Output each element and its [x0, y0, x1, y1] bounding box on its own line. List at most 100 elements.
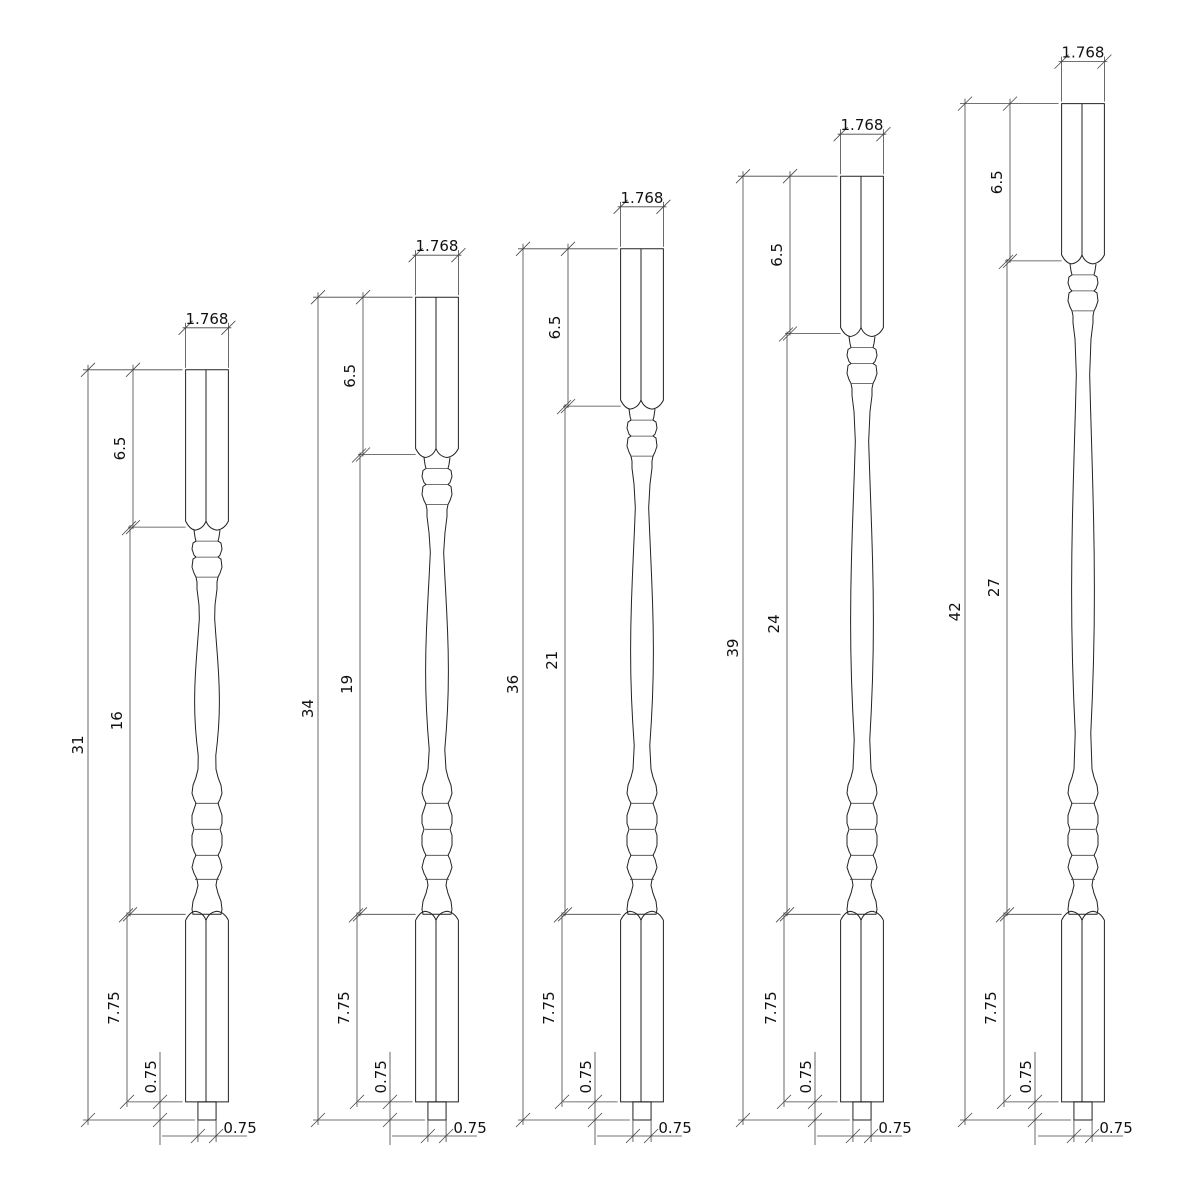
turned-spindle — [626, 409, 658, 915]
dimension-tick — [178, 320, 193, 336]
dimension-tick — [613, 199, 628, 215]
pin — [852, 1101, 872, 1121]
dimension-tick — [349, 1094, 365, 1110]
dimension-tick — [1027, 1094, 1043, 1110]
dimension-tick — [515, 241, 531, 257]
dimension-tick — [125, 519, 141, 535]
dimension-tick — [554, 1094, 570, 1110]
total-height-label: 36 — [504, 675, 522, 694]
dimension-tick — [355, 289, 371, 305]
turned-spindle — [191, 530, 223, 915]
bottom-block — [415, 910, 459, 1103]
dimension-tick — [152, 1112, 168, 1128]
width-label: 1.768 — [621, 189, 664, 207]
dimension-tick — [625, 1128, 641, 1144]
dimension-tick — [348, 908, 364, 923]
bottom-block-label: 7.75 — [105, 991, 123, 1024]
dimension-tick — [310, 1112, 326, 1128]
dimension-tick — [782, 168, 798, 184]
dimension-tick — [352, 907, 368, 922]
top-block-label: 6.5 — [341, 364, 359, 388]
pin — [197, 1101, 217, 1121]
dimension-tick — [118, 908, 134, 923]
dimension-tick — [957, 96, 973, 111]
dimension-tick — [735, 1112, 751, 1128]
dimension-tick — [119, 1094, 135, 1110]
total-height-label: 39 — [724, 639, 742, 658]
dimension-tick — [80, 362, 96, 378]
top-block-label: 6.5 — [546, 316, 564, 340]
dimension-tick — [782, 326, 798, 341]
dimension-tick — [560, 241, 576, 257]
dimension-tick — [557, 907, 573, 922]
bottom-block — [620, 910, 664, 1103]
dimension-tick — [451, 247, 466, 263]
dimension-tick — [560, 398, 576, 414]
bottom-block-label: 7.75 — [762, 991, 780, 1024]
pin-length-label: 0.75 — [372, 1060, 390, 1093]
dimension-tick — [1027, 1112, 1043, 1128]
total-height-label: 34 — [299, 699, 317, 718]
pin-length-label: 0.75 — [1017, 1060, 1035, 1093]
dimension-tick — [438, 1128, 454, 1144]
top-block — [620, 248, 664, 410]
dimension-tick — [152, 1094, 168, 1110]
middle-section-label: 27 — [985, 578, 1003, 597]
dimension-tick — [382, 1094, 398, 1110]
dimension-tick — [1002, 96, 1018, 111]
total-height-label: 31 — [69, 735, 87, 754]
dimension-tick — [996, 1094, 1012, 1110]
pin-width-label: 0.75 — [658, 1119, 691, 1137]
width-label: 1.768 — [416, 237, 459, 255]
dimension-tick — [998, 254, 1014, 270]
dimension-tick — [587, 1094, 603, 1110]
baluster-3: 1.768 36 6.5 21 7.75 0.75 0.75 — [504, 189, 692, 1145]
width-label: 1.768 — [1062, 44, 1105, 62]
dimension-tick — [1054, 54, 1069, 69]
width-label: 1.768 — [841, 116, 884, 134]
middle-section-label: 21 — [543, 651, 561, 670]
bottom-block-label: 7.75 — [540, 991, 558, 1024]
dimension-tick — [778, 327, 794, 342]
width-label: 1.768 — [186, 310, 229, 328]
pin-length-label: 0.75 — [577, 1060, 595, 1093]
bottom-block-label: 7.75 — [982, 991, 1000, 1024]
dimension-tick — [656, 199, 671, 215]
dimension-tick — [995, 908, 1011, 923]
top-block-label: 6.5 — [111, 437, 129, 461]
bottom-block — [185, 910, 229, 1103]
bottom-block — [1061, 910, 1105, 1103]
top-block — [415, 296, 459, 459]
pin-length-label: 0.75 — [142, 1060, 160, 1093]
dimension-tick — [1066, 1128, 1082, 1144]
turned-spindle — [1067, 263, 1099, 915]
dimension-tick — [190, 1128, 206, 1144]
dimension-tick — [845, 1128, 861, 1144]
dimension-tick — [80, 1112, 96, 1128]
dimension-tick — [587, 1112, 603, 1128]
dimension-tick — [999, 907, 1015, 922]
dimension-tick — [553, 908, 569, 923]
dimension-tick — [1097, 54, 1112, 69]
dimension-tick — [515, 1112, 531, 1128]
dimension-tick — [221, 320, 236, 336]
dimension-tick — [779, 907, 795, 922]
dimension-tick — [122, 907, 138, 922]
dimension-tick — [807, 1112, 823, 1128]
dimension-tick — [833, 126, 848, 142]
pin-width-label: 0.75 — [453, 1119, 486, 1137]
middle-section-label: 16 — [108, 711, 126, 730]
bottom-block-label: 7.75 — [335, 991, 353, 1024]
dimension-tick — [735, 168, 751, 184]
dimension-tick — [1002, 253, 1018, 269]
top-block — [185, 369, 229, 531]
dimension-tick — [776, 1094, 792, 1110]
dimension-tick — [807, 1094, 823, 1110]
pin — [1073, 1101, 1093, 1121]
top-block — [840, 175, 884, 338]
pin-width-label: 0.75 — [1099, 1119, 1132, 1137]
turned-spindle — [421, 457, 453, 915]
